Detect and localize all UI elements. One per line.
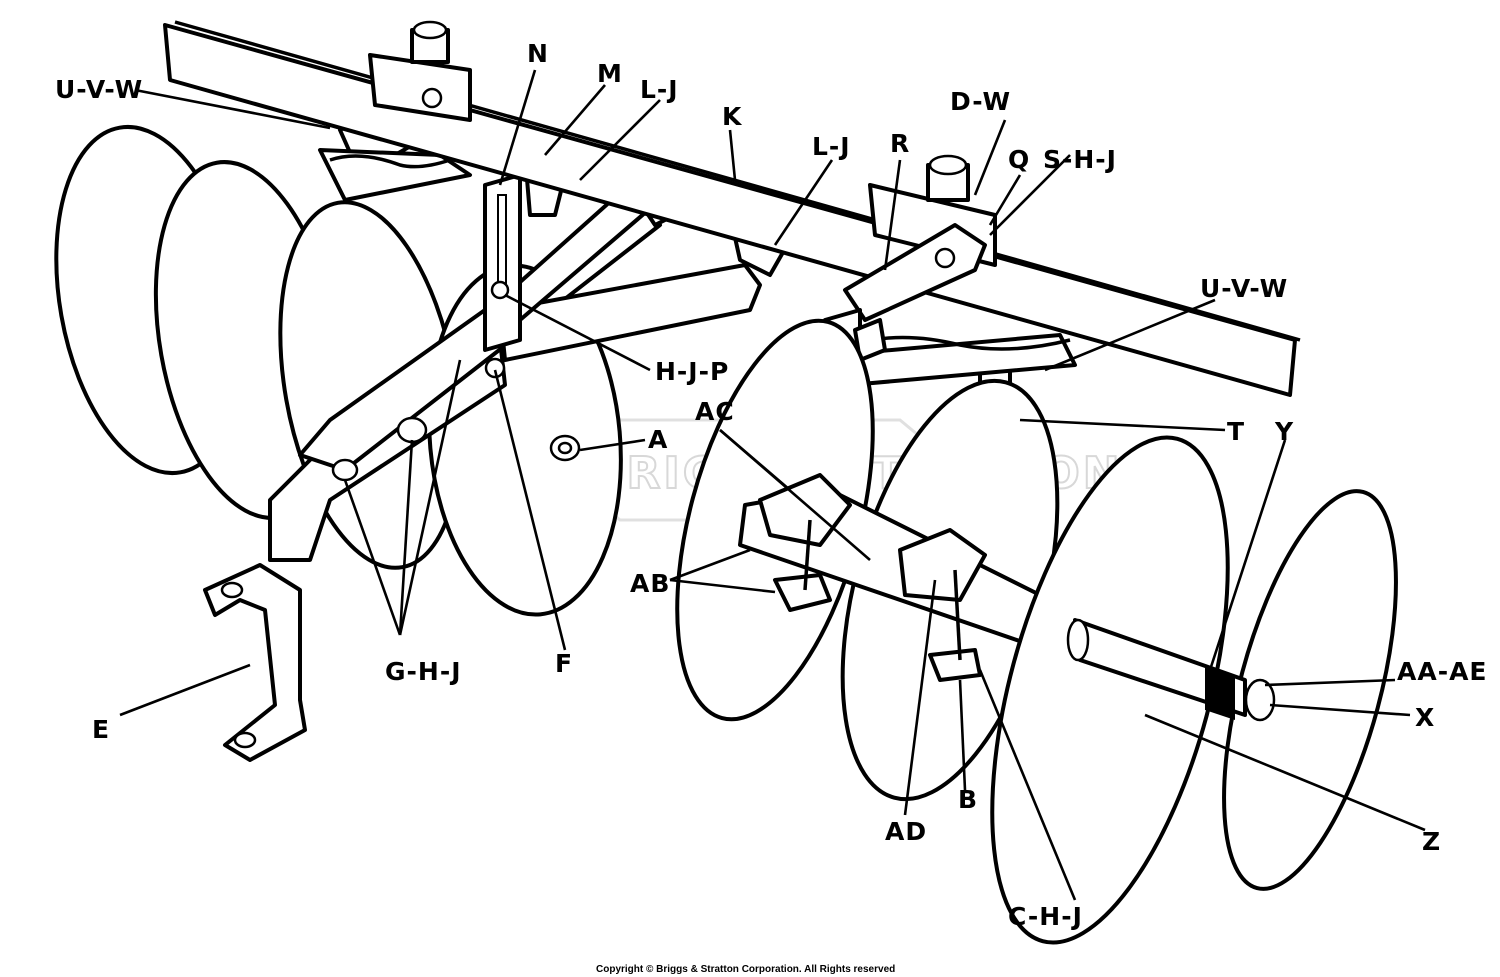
- callout-shj: S-H-J: [1043, 145, 1117, 174]
- callout-chj: C-H-J: [1008, 902, 1083, 931]
- disc-8: [1222, 489, 1398, 891]
- clamp-block-ac: [758, 473, 852, 547]
- callout-f: F: [555, 649, 573, 678]
- callout-k: K: [722, 102, 743, 131]
- callout-ab: AB: [630, 569, 670, 598]
- callout-ghj: G-H-J: [385, 657, 462, 686]
- bolt-g1: [331, 458, 359, 482]
- callout-ac: AC: [695, 397, 735, 426]
- callout-n: N: [527, 39, 549, 68]
- disc-7: [990, 435, 1230, 945]
- callout-hjp: H-J-P: [655, 357, 729, 386]
- callout-labels: U-V-W N M L-J K L-J R D-W Q S-H-J U-V-W …: [55, 39, 1488, 931]
- callout-y: Y: [1274, 417, 1294, 446]
- right-disc-gang: [675, 318, 1398, 945]
- callout-e: E: [92, 715, 110, 744]
- callout-uvw-right: U-V-W: [1200, 274, 1288, 303]
- nut-x: [1244, 678, 1276, 722]
- callout-b: B: [958, 785, 978, 814]
- callout-x: X: [1415, 703, 1435, 732]
- copyright-notice: Copyright © Briggs & Stratton Corporatio…: [596, 964, 895, 975]
- clamp-left: [368, 53, 472, 122]
- leader-lines: [119, 69, 1426, 901]
- callout-q: Q: [1008, 145, 1030, 174]
- clamp-block-ad: [898, 528, 987, 602]
- bolt-g2: [396, 416, 428, 444]
- arm-upper: [498, 263, 762, 362]
- callout-a: A: [648, 425, 668, 454]
- callout-z: Z: [1422, 827, 1441, 856]
- callout-lj-right: L-J: [812, 132, 851, 161]
- clip-b: [928, 648, 982, 682]
- left-frame: [203, 68, 792, 762]
- callout-ad: AD: [885, 817, 927, 846]
- linkage-spring-left: [318, 148, 472, 202]
- toolbar-k: [163, 20, 1301, 397]
- callout-m: M: [597, 59, 623, 88]
- foot-bracket-e: [203, 563, 307, 762]
- callout-t: T: [1227, 417, 1245, 446]
- callout-r: R: [890, 129, 910, 158]
- callout-uvw-top: U-V-W: [55, 75, 143, 104]
- callout-lj-left: L-J: [640, 75, 679, 104]
- nut-a: [549, 434, 581, 462]
- callout-dw: D-W: [950, 87, 1011, 116]
- callout-aaae: AA-AE: [1397, 657, 1488, 686]
